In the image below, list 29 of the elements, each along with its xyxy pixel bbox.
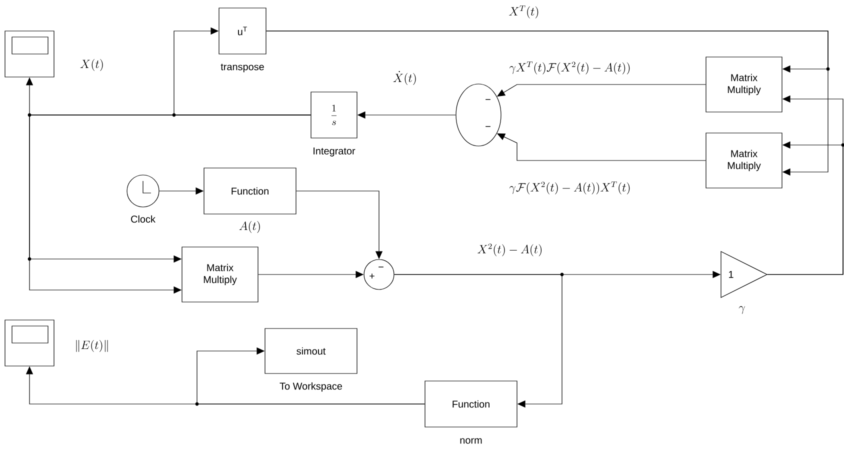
function-block: Function (204, 168, 296, 214)
gain-triangle: 1 (720, 251, 768, 298)
signal-arrow (394, 274, 562, 408)
edge-label: $X^2(t)-A(t)$ (476, 242, 544, 258)
block-label: Clock (131, 215, 156, 223)
function-block: Matrix Multiply (182, 246, 258, 302)
edge-label: $X^T(t)$ (508, 4, 540, 20)
clock-icon (126, 174, 160, 208)
function-block: u$^{T}$ (218, 8, 266, 54)
block-label: $\gamma$ (738, 306, 745, 314)
function-block: simout (264, 328, 358, 374)
function-block: $\frac{1}{s}$ (310, 92, 358, 138)
scope-block (4, 320, 54, 366)
function-block: Function (424, 380, 518, 428)
block-label: $X(t)$ (80, 59, 103, 71)
function-block: Matrix Multiply (706, 132, 782, 188)
scope-block (4, 30, 54, 78)
block-label: To Workspace (280, 382, 342, 392)
block-label: norm (460, 438, 482, 444)
block-label: Integrator (314, 148, 356, 156)
signal-arrow (196, 347, 425, 404)
edge-label: $\gamma X^T(t)\mathcal{F}\bigl(X^2(t)-A(t)\bigr)$ (508, 60, 632, 76)
block-label: $\|E(t)\|$ (76, 340, 108, 352)
block-label: transpose (220, 64, 264, 72)
function-block: Matrix Multiply (706, 56, 782, 112)
signal-arrow (266, 30, 828, 176)
edge-label: $\dot{X}(t)$ (392, 70, 418, 86)
block-label: $A(t)$ (239, 221, 260, 233)
edge-label: $\gamma\mathcal{F}\bigl(X^2(t)-A(t)\bigr)X^T(t)$ (508, 180, 632, 196)
